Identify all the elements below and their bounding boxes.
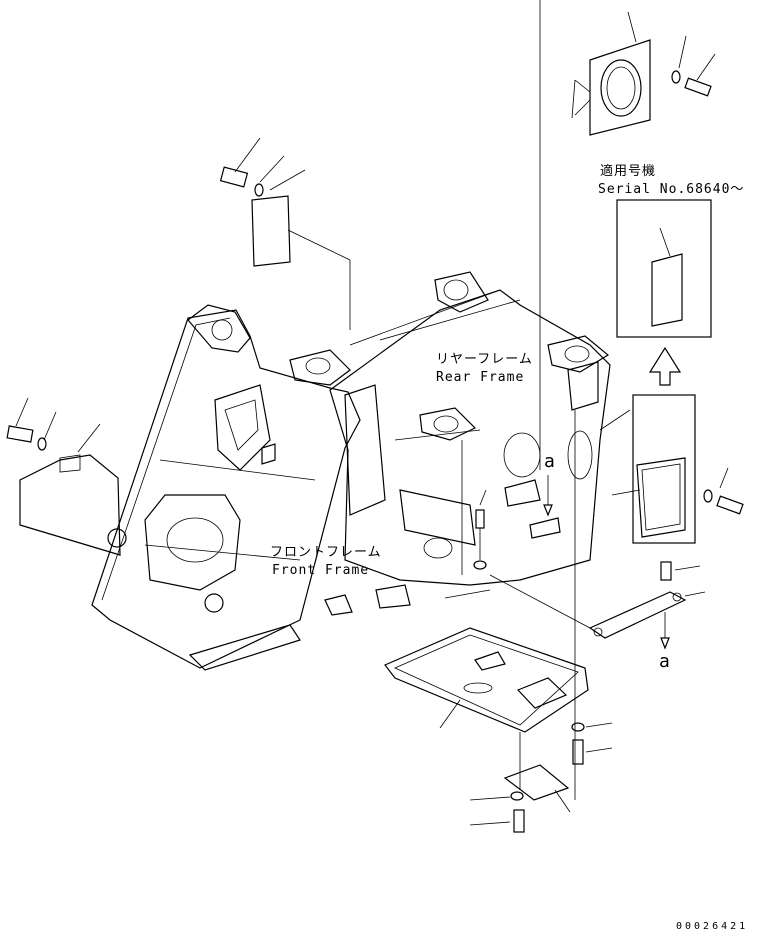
serial-inset [616,199,712,386]
center-bolt [473,489,487,570]
front-frame-jp-label: フロントフレーム [270,545,382,560]
top-bolt [671,35,716,97]
ref-letter-a-bottom: a [659,651,671,672]
rear-frame-jp-label: リヤーフレーム [436,352,533,367]
rear-frame-en-label: Rear Frame [436,370,525,385]
ref-letter-a-top: a [544,451,556,472]
front-frame-en-label: Front Frame [272,563,370,578]
serial-jp-label: 適用号機 [600,164,657,179]
lower-plate [469,722,613,833]
stay-bar [444,561,706,650]
drawing-number: 00026421 [676,921,749,932]
top-cover-plate [571,11,651,136]
rear-frame [289,271,611,616]
under-cover [384,627,589,790]
serial-inset-lower [599,394,744,544]
serial-en-label: Serial No.68640～ [598,182,745,197]
front-frame [91,304,361,671]
left-side-cover [6,397,121,556]
upper-left-plate [219,137,351,330]
